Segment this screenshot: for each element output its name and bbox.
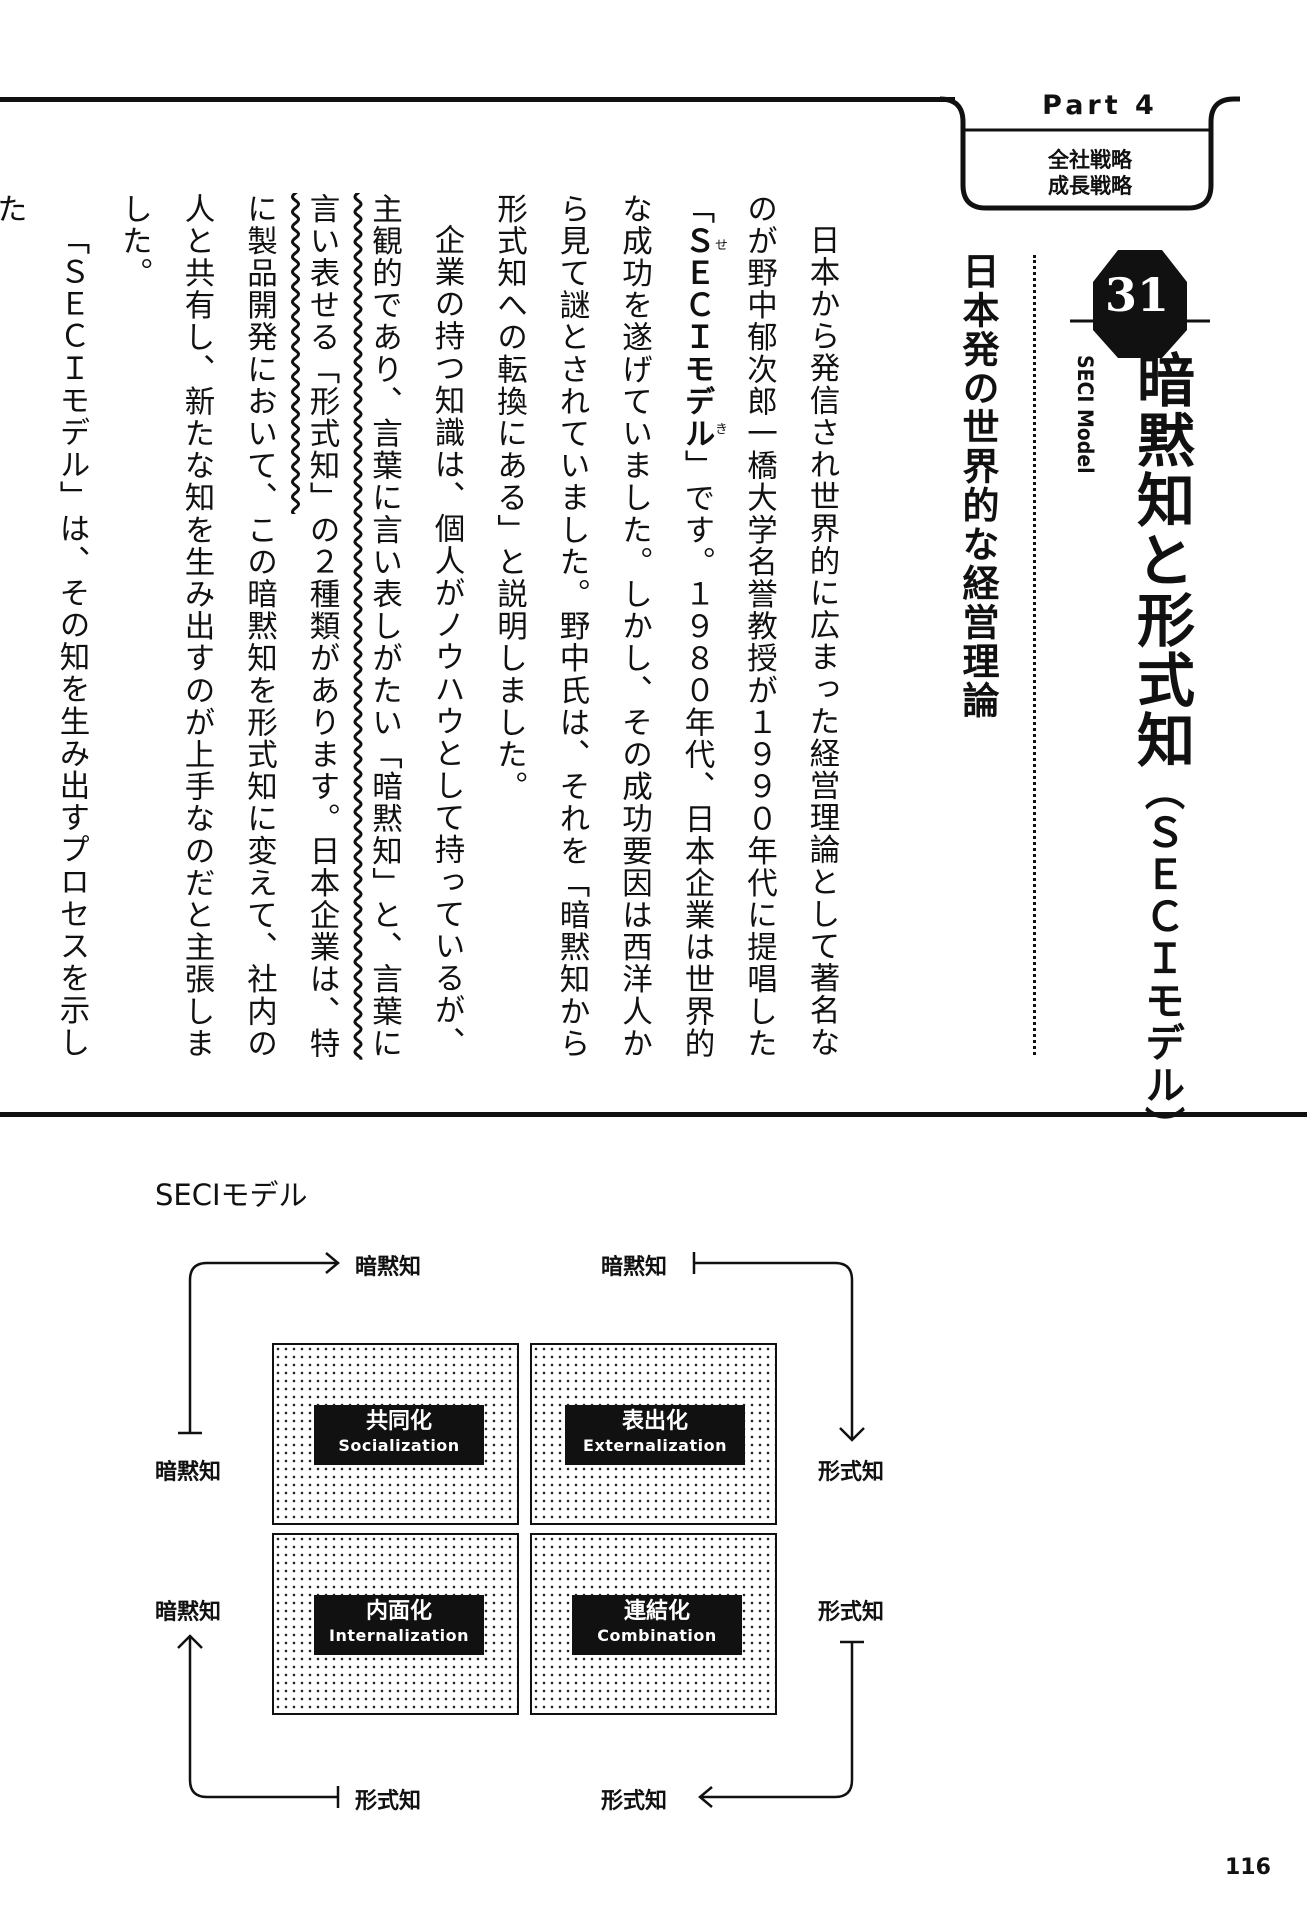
seci-ruby: せき [712,225,727,450]
arrow-top-right [694,1261,854,1440]
chapter-badge [1070,250,1210,358]
body-text: 日本から発信され世界的に広まった経営理論として著名なのが野中郁次郎一橋大学名誉教… [0,193,852,1073]
quadrant-combination: 連結化 Combination [530,1533,777,1715]
paragraph-2: 企業の持つ知識は、個人がノウハウとして持っているが、主観的であり、言葉に言い表し… [102,193,477,1073]
quadrant-externalization: 表出化 Externalization [530,1343,777,1525]
diagram-title: SECIモデル [155,1178,308,1212]
subtitle: 日本発の世界的な経営理論 [956,252,999,720]
combination-jp: 連結化 [623,1599,690,1624]
chapter-number: 31 [1104,268,1169,322]
seci-term: ＳＥＣＩモデルせき [679,225,727,450]
english-title: SECI Model [1073,355,1097,474]
p2-text-b: の２種類があります。日本企業は、特に製品開発において、この暗黙知を形式知に変えて… [116,193,340,1060]
socialization-jp: 共同化 [365,1409,432,1434]
socialization-box: 共同化 Socialization [314,1405,484,1465]
part-subtitle-line2: 成長戦略 [1048,174,1132,198]
label-top-left: 暗黙知 [355,1255,422,1280]
externalization-en: Externalization [583,1436,727,1455]
arrow-top-left [188,1261,338,1433]
quadrant-socialization: 共同化 Socialization [272,1343,519,1525]
label-bottom-right: 形式知 [601,1789,668,1814]
arrow-bottom-left [188,1636,338,1799]
label-left-upper: 暗黙知 [155,1460,222,1485]
label-left-lower: 暗黙知 [155,1600,222,1625]
part-tab-frame [939,96,1240,211]
combination-box: 連結化 Combination [572,1595,742,1655]
seci-term-text: ＳＥＣＩモデル [679,225,714,450]
part-label: Part 4 [1042,90,1158,121]
internalization-en: Internalization [328,1626,469,1645]
p3-text-a: 「ＳＥＣＩモデル」は、その知を生み出すプロセスを示した [0,193,89,1059]
internalization-jp: 内面化 [365,1599,432,1624]
paragraph-1: 日本から発信され世界的に広まった経営理論として著名なのが野中郁次郎一橋大学名誉教… [477,193,852,1073]
part-subtitle-line1: 全社戦略 [1048,148,1132,172]
label-top-right: 暗黙知 [601,1255,668,1280]
externalization-box: 表出化 Externalization [565,1405,745,1465]
p1-text-b: 」です。１９８０年代、日本企業は世界的な成功を遂げていました。しかし、その成功要… [491,193,715,1060]
label-right-lower: 形式知 [818,1600,885,1625]
dotted-divider [1033,255,1036,1055]
combination-en: Combination [597,1626,717,1645]
header-rule [0,97,955,102]
quadrant-internalization: 内面化 Internalization [272,1533,519,1715]
page-title: 暗黙知と形式知（ＳＥＣＩモデル） [1127,350,1195,1148]
section-divider [0,1112,1307,1117]
internalization-box: 内面化 Internalization [314,1595,484,1655]
label-right-upper: 形式知 [818,1460,885,1485]
p2-wavy-emphasis: 主観的であり、言葉に言い表しがたい「暗黙知」と、言葉に言い表せる「形式知」 [304,193,402,1060]
socialization-en: Socialization [338,1436,460,1455]
externalization-jp: 表出化 [621,1409,688,1434]
p1-text-a: 日本から発信され世界的に広まった経営理論として著名なのが野中郁次郎一橋大学名誉教… [679,193,839,1060]
title-main: 暗黙知と形式知 [1127,350,1195,770]
title-paren: （ＳＥＣＩモデル） [1138,770,1184,1148]
arrow-bottom-right [700,1642,854,1799]
label-bottom-left: 形式知 [355,1789,422,1814]
paragraph-3: 「ＳＥＣＩモデル」は、その知を生み出すプロセスを示した [0,193,102,1073]
p2-text-a: 企業の持つ知識は、個人がノウハウとして持っているが、 [429,223,464,1059]
page-number: 116 [1225,1855,1271,1880]
